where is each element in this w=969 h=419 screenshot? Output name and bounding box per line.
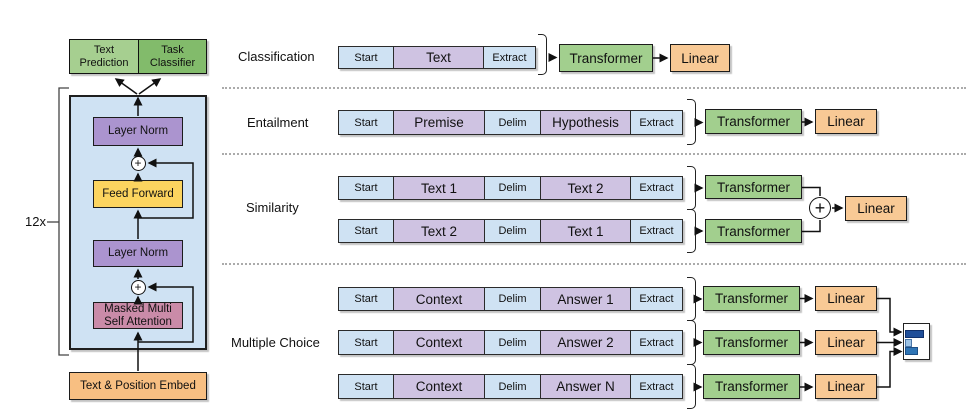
- task-classifier-head: Task Classifier: [139, 40, 206, 73]
- token-context: Context: [394, 331, 485, 354]
- token-sequence: Start Text 1 Delim Text 2 Extract: [338, 176, 683, 200]
- repeat-bracket: [58, 87, 69, 356]
- sequence-bracket: [687, 99, 696, 145]
- token-answer1: Answer 1: [541, 288, 631, 310]
- token-text2: Text 2: [394, 220, 485, 242]
- token-text2: Text 2: [541, 177, 631, 199]
- transformer-box: Transformer: [703, 286, 800, 311]
- token-start: Start: [339, 177, 394, 199]
- transformer-box: Transformer: [703, 374, 800, 399]
- separator: [222, 153, 966, 155]
- score-bar-2: [905, 339, 912, 347]
- token-start: Start: [339, 288, 394, 310]
- token-extract: Extract: [631, 331, 682, 354]
- token-delim: Delim: [485, 288, 541, 310]
- layer-norm-top-box: Layer Norm: [93, 117, 183, 146]
- token-start: Start: [339, 375, 394, 398]
- separator: [222, 87, 966, 89]
- token-text1: Text 1: [541, 220, 631, 242]
- token-hypothesis: Hypothesis: [541, 111, 631, 134]
- token-start: Start: [339, 47, 394, 68]
- token-extract: Extract: [631, 288, 682, 310]
- token-extract: Extract: [631, 177, 682, 199]
- token-sequence: Start Text 2 Delim Text 1 Extract: [338, 219, 683, 243]
- token-context: Context: [394, 288, 485, 310]
- token-sequence: Start Text Extract: [338, 46, 536, 69]
- token-delim: Delim: [485, 331, 541, 354]
- linear-box: Linear: [815, 374, 877, 399]
- token-extract: Extract: [631, 375, 682, 398]
- separator: [222, 263, 966, 265]
- token-extract: Extract: [484, 47, 535, 68]
- token-premise: Premise: [394, 111, 485, 134]
- token-delim: Delim: [485, 375, 541, 398]
- transformer-box: Transformer: [559, 44, 653, 72]
- token-extract: Extract: [631, 111, 682, 134]
- sequence-bracket: [687, 320, 696, 365]
- transformer-box: Transformer: [703, 330, 800, 355]
- sequence-bracket: [687, 209, 696, 253]
- linear-box: Linear: [815, 109, 877, 134]
- token-context: Context: [394, 375, 485, 398]
- sequence-bracket: [687, 277, 696, 321]
- linear-box: Linear: [670, 44, 730, 72]
- residual-add-icon: +: [130, 155, 146, 171]
- layer-norm-bottom-box: Layer Norm: [93, 240, 183, 267]
- transformer-box: Transformer: [705, 175, 802, 199]
- task-label-classification: Classification: [238, 49, 315, 64]
- score-bar-3: [905, 347, 918, 355]
- linear-box: Linear: [815, 330, 877, 355]
- masked-attention-box: Masked Multi Self Attention: [93, 302, 183, 329]
- score-bar-1: [905, 330, 924, 338]
- linear-box: Linear: [815, 286, 877, 311]
- residual-add-icon: +: [130, 279, 146, 295]
- text-prediction-head: Text Prediction: [70, 40, 139, 73]
- token-start: Start: [339, 220, 394, 242]
- token-answer2: Answer 2: [541, 331, 631, 354]
- transformer-box: Transformer: [705, 109, 802, 134]
- linear-box: Linear: [845, 196, 907, 221]
- output-heads-group: Text Prediction Task Classifier: [69, 39, 207, 74]
- token-sequence: Start Premise Delim Hypothesis Extract: [338, 110, 683, 135]
- sequence-bracket: [538, 34, 547, 75]
- token-start: Start: [339, 331, 394, 354]
- token-delim: Delim: [485, 220, 541, 242]
- task-label-multiple-choice: Multiple Choice: [231, 335, 320, 350]
- sequence-bracket: [687, 364, 696, 409]
- combine-add-icon: +: [809, 197, 831, 219]
- embedding-box: Text & Position Embed: [69, 372, 207, 400]
- token-sequence: Start Context Delim Answer 1 Extract: [338, 287, 683, 311]
- feed-forward-box: Feed Forward: [93, 180, 183, 208]
- token-start: Start: [339, 111, 394, 134]
- token-answerN: Answer N: [541, 375, 631, 398]
- token-text1: Text 1: [394, 177, 485, 199]
- token-delim: Delim: [485, 111, 541, 134]
- repeat-count-label: 12x: [25, 214, 46, 229]
- sequence-bracket: [687, 166, 696, 210]
- task-label-similarity: Similarity: [246, 200, 299, 215]
- token-text: Text: [394, 47, 484, 68]
- token-sequence: Start Context Delim Answer N Extract: [338, 374, 683, 399]
- token-delim: Delim: [485, 177, 541, 199]
- transformer-box: Transformer: [705, 219, 802, 243]
- token-extract: Extract: [631, 220, 682, 242]
- task-label-entailment: Entailment: [247, 115, 309, 130]
- token-sequence: Start Context Delim Answer 2 Extract: [338, 330, 683, 355]
